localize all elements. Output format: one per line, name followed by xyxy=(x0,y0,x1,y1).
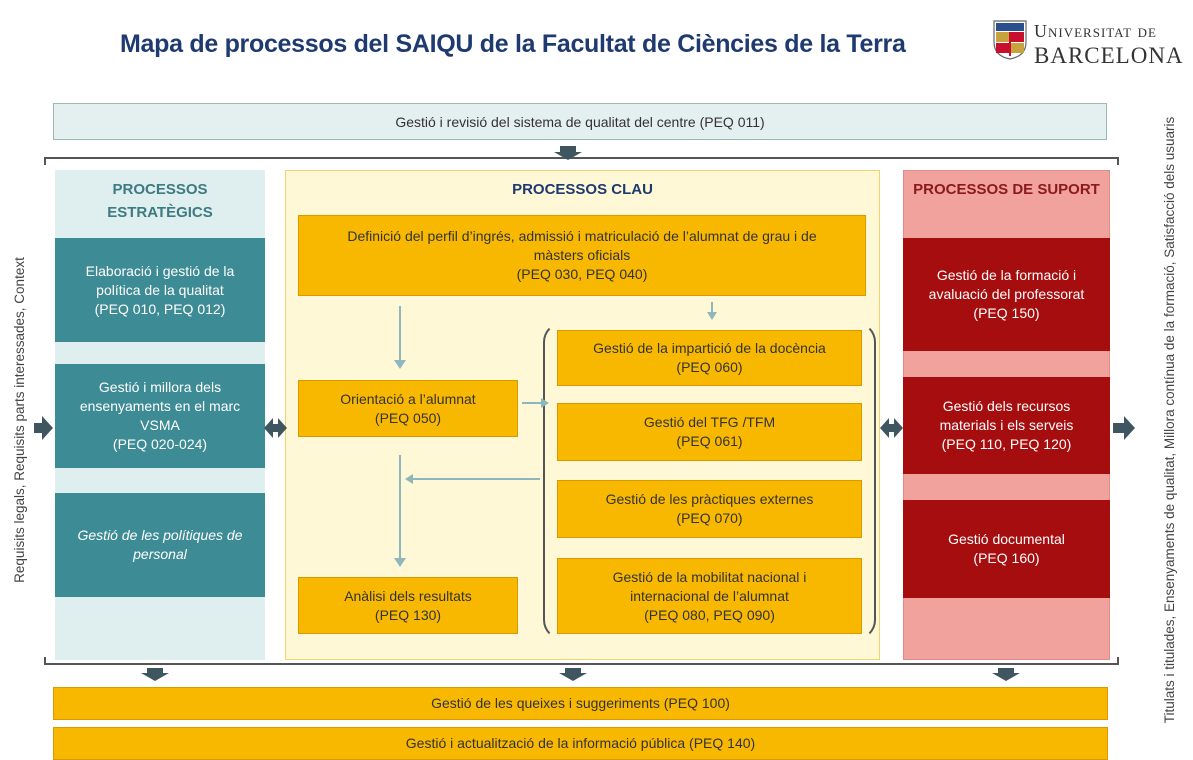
right-arrow-icon xyxy=(1113,416,1135,440)
strategic-heading: PROCESSOS ESTRATÈGICS xyxy=(107,181,213,221)
bottom-box-public-info: Gestió i actualització de la informació … xyxy=(53,727,1108,760)
bottom-box-complaints: Gestió de les queixes i suggeriments (PE… xyxy=(53,687,1108,720)
strategic-box-quality-policy: Elaboració i gestió de la política de la… xyxy=(55,238,265,342)
top-process-box: Gestió i revisió del sistema de qualitat… xyxy=(53,103,1107,140)
key-box-tfg-tfm: Gestió del TFG /TFM (PEQ 061) xyxy=(557,403,862,461)
right-arrow-icon xyxy=(34,416,53,440)
arrowhead-icon xyxy=(405,474,413,484)
arrowhead-icon xyxy=(707,312,717,320)
logo-line-1: Universitat de xyxy=(1034,21,1157,41)
down-arrow-icon xyxy=(559,668,587,681)
top-bracket xyxy=(44,157,1119,165)
key-box-mobility: Gestió de la mobilitat nacional i intern… xyxy=(557,558,862,634)
support-heading: PROCESSOS DE SUPORT xyxy=(913,181,1100,198)
strategic-box-personnel-policies: Gestió de les polítiques de personal xyxy=(55,493,265,597)
page-title: Mapa de processos del SAIQU de la Facult… xyxy=(120,30,906,58)
key-heading: PROCESSOS CLAU xyxy=(512,181,653,198)
bottom-bracket xyxy=(44,657,1119,665)
university-shield-icon xyxy=(993,20,1027,60)
support-box-teacher-training: Gestió de la formació i avaluació del pr… xyxy=(903,238,1110,351)
down-arrow-icon xyxy=(141,668,169,681)
key-box-orientation: Orientació a l’alumnat (PEQ 050) xyxy=(298,380,518,437)
university-logo-text: Universitat de BARCELONA xyxy=(1034,22,1184,67)
key-box-teaching-delivery: Gestió de la impartició de la docència (… xyxy=(557,330,862,386)
down-arrow-icon xyxy=(554,146,582,160)
support-box-resources-services: Gestió dels recursos materials i els ser… xyxy=(903,377,1110,474)
strategic-box-teaching-improvement: Gestió i millora dels ensenyaments en el… xyxy=(55,364,265,468)
key-box-external-internships: Gestió de les pràctiques externes (PEQ 0… xyxy=(557,480,862,538)
arrowhead-icon xyxy=(394,558,406,567)
key-box-admission: Definició del perfil d’ingrés, admissió … xyxy=(298,215,866,296)
support-box-document-management: Gestió documental (PEQ 160) xyxy=(903,500,1110,598)
down-arrow-icon xyxy=(992,668,1020,681)
key-box-results: Anàlisi dels resultats (PEQ 130) xyxy=(298,577,518,634)
double-arrow-icon xyxy=(264,418,287,438)
logo-line-2: BARCELONA xyxy=(1034,43,1184,68)
teaching-group-bracket xyxy=(543,322,876,640)
double-arrow-icon xyxy=(880,418,903,438)
arrowhead-icon xyxy=(394,360,406,369)
arrowhead-icon xyxy=(541,398,549,408)
